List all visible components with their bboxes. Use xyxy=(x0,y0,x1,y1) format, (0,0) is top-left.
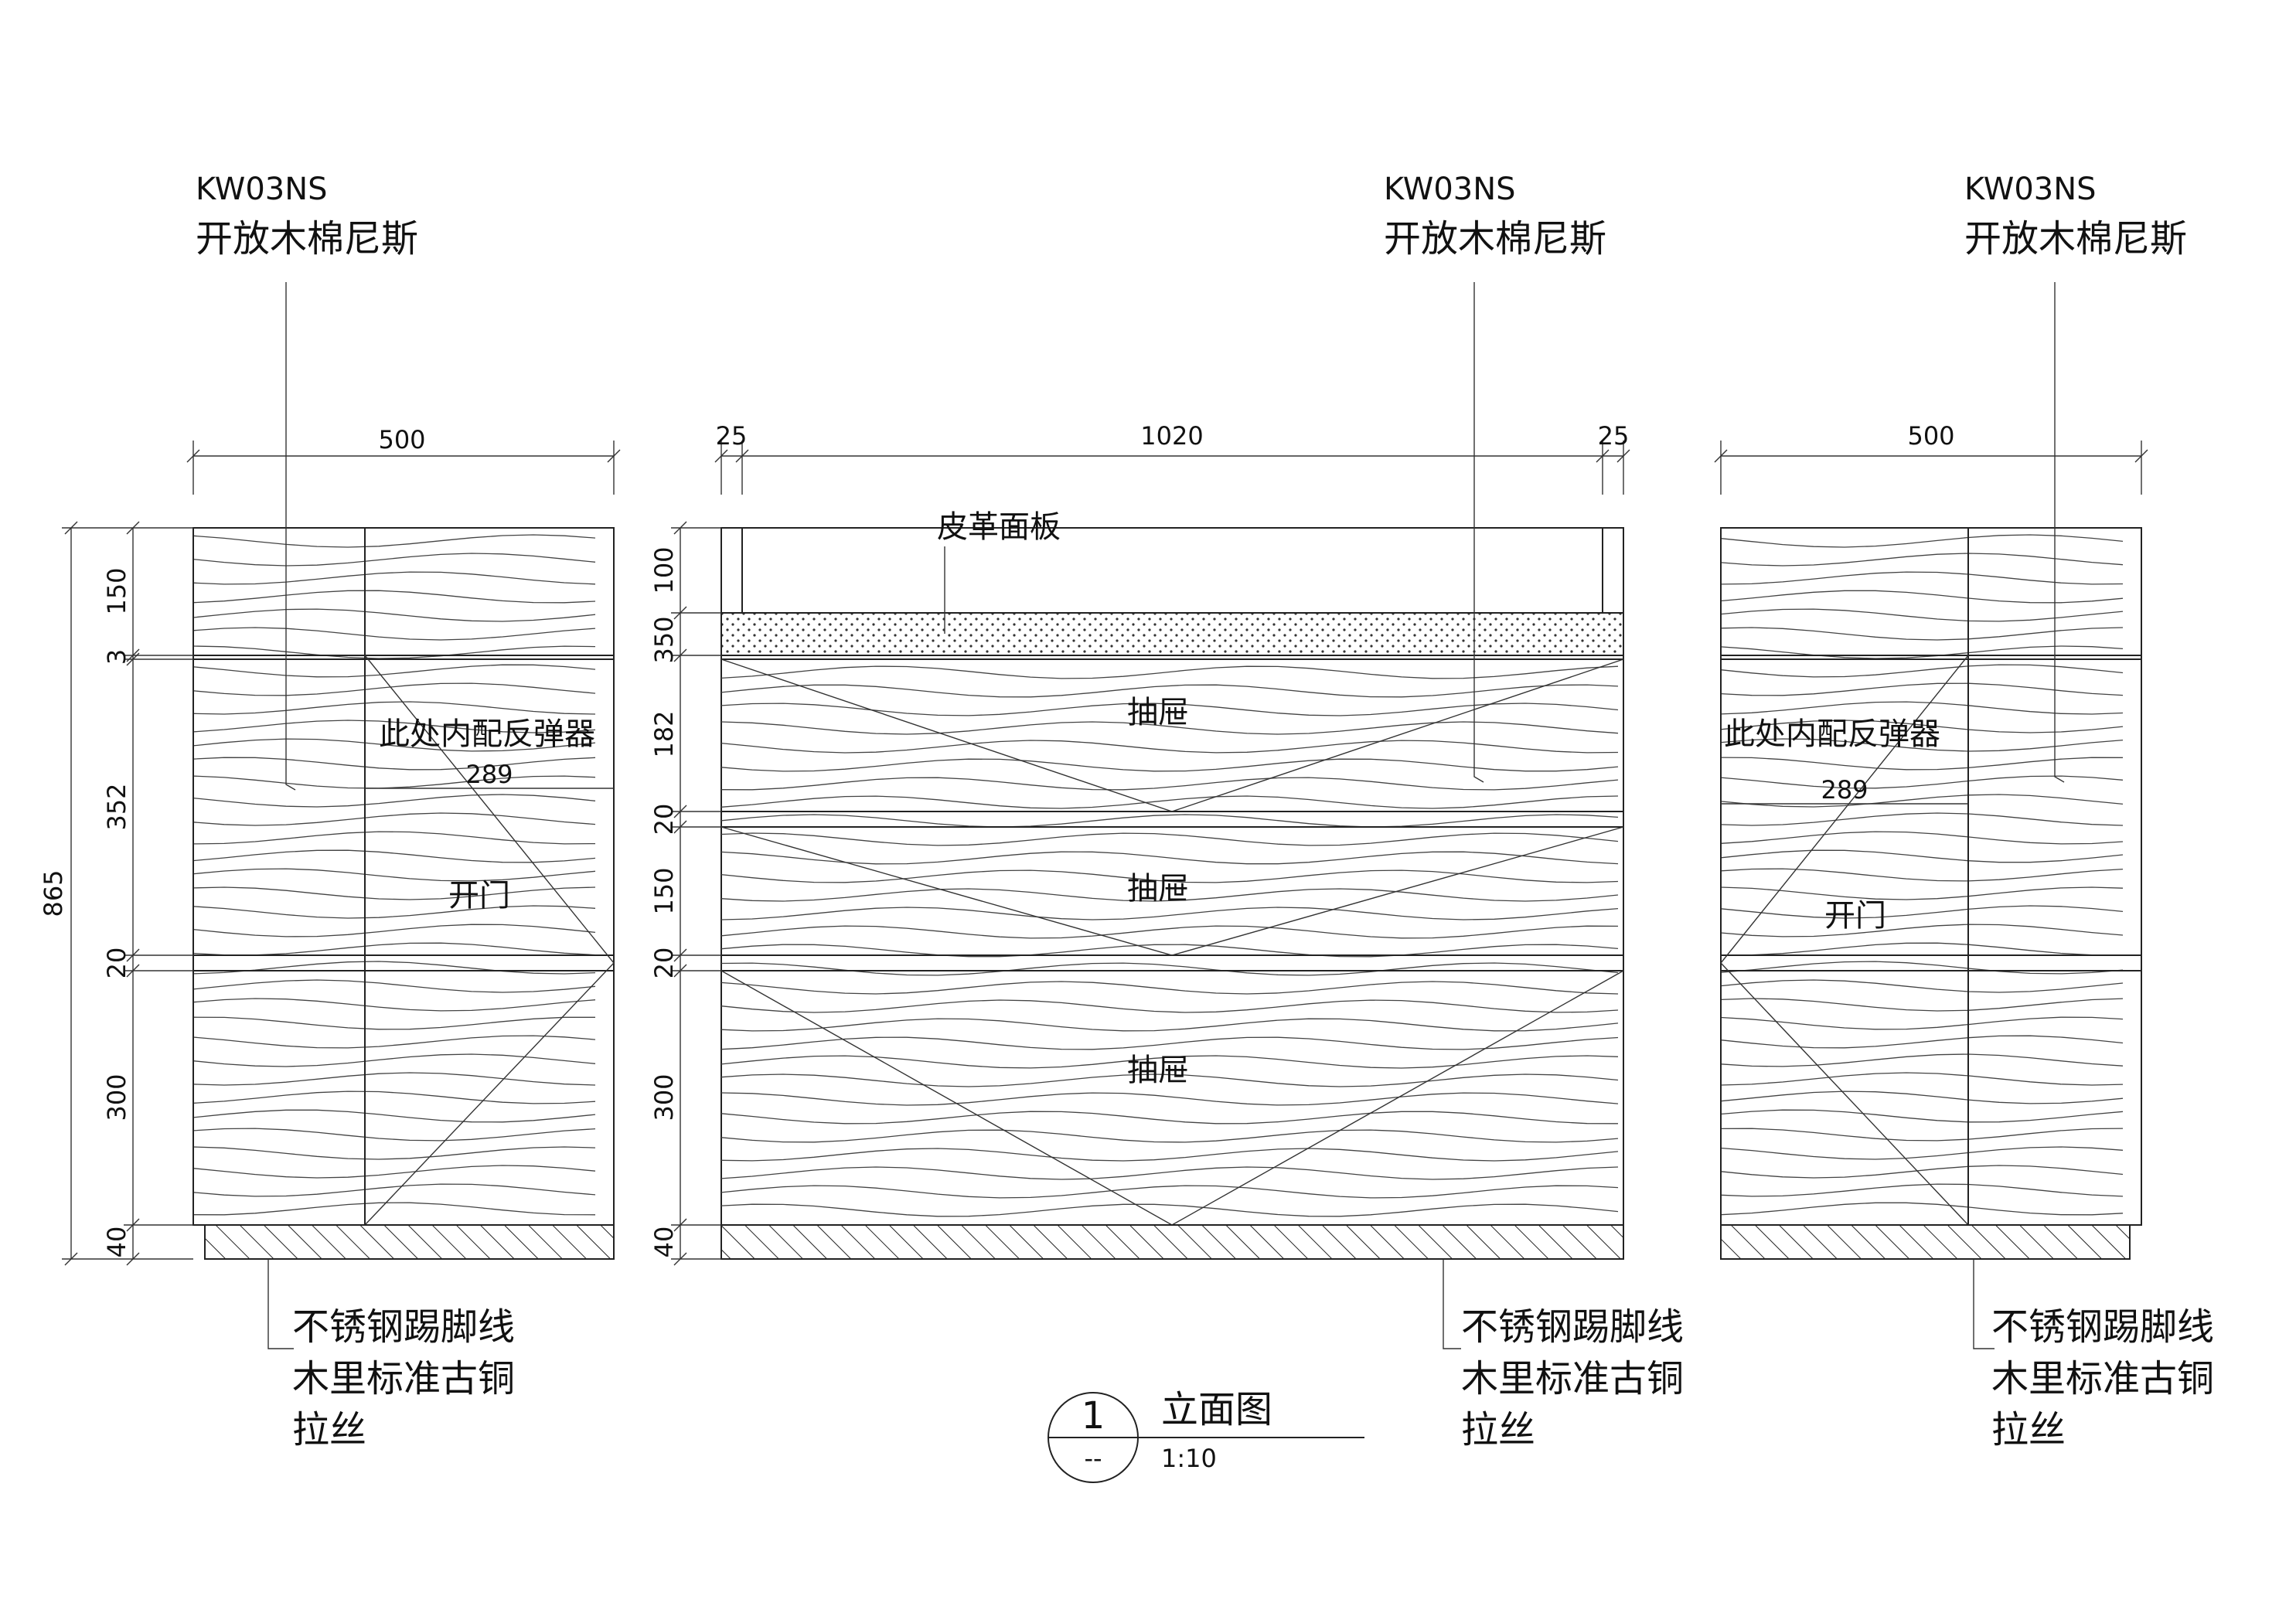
drawer-label-3: 抽屉 xyxy=(1127,1053,1189,1088)
dim-center-row-2: 350 xyxy=(649,616,679,663)
dim-center-row-3: 182 xyxy=(649,710,679,757)
leather-panel-label: 皮革面板 xyxy=(937,509,1061,545)
callout-code-right: KW03NS xyxy=(1964,172,2097,207)
callout-name-right: 开放木棉尼斯 xyxy=(1964,217,2187,260)
callout-bottom-left-line1: 不锈钢踢脚线 xyxy=(292,1305,515,1349)
open-door-label-left: 开门 xyxy=(448,878,510,914)
callout-bottom-center-line1: 不锈钢踢脚线 xyxy=(1461,1305,1684,1349)
drawer-label-1: 抽屉 xyxy=(1127,695,1189,730)
dim-center-row-8: 40 xyxy=(649,1227,679,1258)
callout-bottom-center-line2: 木里标准古铜 xyxy=(1461,1357,1684,1400)
dim-left-row-4: 20 xyxy=(102,948,131,979)
bottom-callouts: 不锈钢踢脚线 木里标准古铜 拉丝 不锈钢踢脚线 木里标准古铜 拉丝 不锈钢踢脚线… xyxy=(292,1305,2214,1451)
dim-center-width: 1020 xyxy=(1140,421,1203,451)
dim-center-row-4: 20 xyxy=(649,804,679,835)
leather-panel-band xyxy=(720,612,1624,656)
dim-center-side-right: 25 xyxy=(1598,421,1630,451)
callout-code-center: KW03NS xyxy=(1384,172,1516,207)
dimension-lines xyxy=(62,441,2148,1266)
center-plinth xyxy=(720,1224,1624,1260)
drawer-label-2: 抽屉 xyxy=(1127,871,1189,907)
left-plinth xyxy=(204,1224,615,1260)
wood-grain-lines xyxy=(192,534,596,1216)
center-cabinet xyxy=(720,527,1624,1260)
right-grain xyxy=(1720,534,2124,1216)
left-cabinet xyxy=(192,527,615,1260)
callout-bottom-right-line2: 木里标准古铜 xyxy=(1991,1357,2214,1400)
dim-center-row-1: 100 xyxy=(649,546,679,594)
title-block: 1 -- 立面图 1:10 xyxy=(1048,1388,1364,1483)
rebound-label-left: 此处内配反弹器 xyxy=(379,716,595,752)
dim-left-row-6: 40 xyxy=(102,1227,131,1258)
dim-center-row-6: 20 xyxy=(649,948,679,979)
dim-inner-width-right: 289 xyxy=(1821,775,1868,805)
top-callouts: KW03NS 开放木棉尼斯 KW03NS 开放木棉尼斯 KW03NS 开放木棉尼… xyxy=(196,172,2187,260)
callout-bottom-left-line2: 木里标准古铜 xyxy=(292,1357,515,1400)
leader-lines xyxy=(267,282,2065,1349)
callout-bottom-center-line3: 拉丝 xyxy=(1461,1408,1535,1451)
dim-center-row-5: 150 xyxy=(649,867,679,914)
left-grain xyxy=(192,534,596,1216)
dim-left-total: 865 xyxy=(39,869,68,917)
title-text: 立面图 xyxy=(1161,1388,1272,1431)
title-number: 1 xyxy=(1082,1394,1105,1438)
dim-left-row-1: 150 xyxy=(102,567,131,614)
dimension-texts: 500 25 1020 25 500 865 150 3 352 20 300 … xyxy=(39,421,1955,1257)
wood-grain-lines xyxy=(1720,534,2124,1216)
callout-bottom-right-line1: 不锈钢踢脚线 xyxy=(1991,1305,2214,1349)
open-door-label-right: 开门 xyxy=(1824,898,1886,934)
dim-left-row-2: 3 xyxy=(102,649,131,665)
right-cabinet xyxy=(1720,527,2142,1260)
dim-left-width: 500 xyxy=(378,425,425,454)
dim-left-row-3: 352 xyxy=(102,783,131,830)
dim-left-row-5: 300 xyxy=(102,1073,131,1121)
callout-bottom-right-line3: 拉丝 xyxy=(1991,1408,2066,1451)
title-sheet: -- xyxy=(1084,1444,1102,1473)
title-scale: 1:10 xyxy=(1161,1444,1217,1473)
internal-labels: 皮革面板 抽屉 抽屉 抽屉 开门 开门 此处内配反弹器 此处内配反弹器 xyxy=(379,509,1940,1088)
callout-name-left: 开放木棉尼斯 xyxy=(196,217,418,260)
dim-inner-width-left: 289 xyxy=(465,760,513,789)
callout-code-left: KW03NS xyxy=(196,172,328,207)
dim-center-row-7: 300 xyxy=(649,1073,679,1121)
right-plinth xyxy=(1720,1224,2131,1260)
callout-bottom-left-line3: 拉丝 xyxy=(292,1408,366,1451)
dim-center-side-left: 25 xyxy=(716,421,748,451)
rebound-label-right: 此处内配反弹器 xyxy=(1724,716,1940,752)
dim-right-width: 500 xyxy=(1907,421,1954,451)
center-grain xyxy=(720,665,1619,1217)
wood-grain-lines xyxy=(720,665,1619,1217)
callout-name-center: 开放木棉尼斯 xyxy=(1384,217,1606,260)
